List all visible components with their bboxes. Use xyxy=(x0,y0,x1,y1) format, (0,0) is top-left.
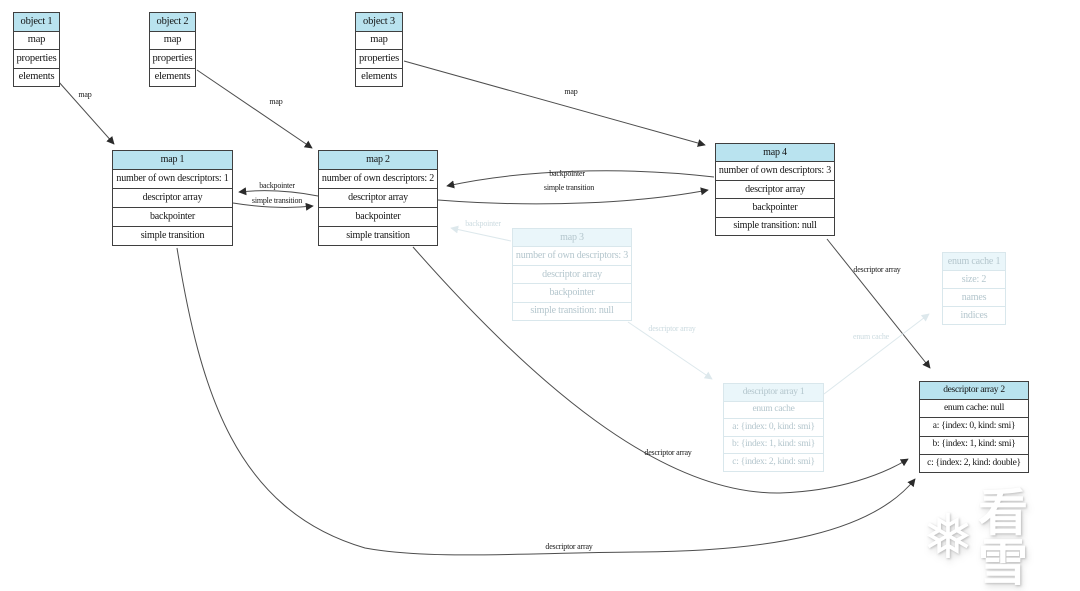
node-row: descriptor array xyxy=(319,188,437,207)
node-row: simple transition xyxy=(319,226,437,245)
edge-label-descriptor-array-map1: descriptor array xyxy=(545,542,593,551)
node-row: map xyxy=(150,30,195,50)
node-row: simple transition xyxy=(113,226,232,245)
node-title: map 4 xyxy=(716,144,834,162)
node-title: enum cache 1 xyxy=(943,253,1005,270)
node-row: number of own descriptors: 3 xyxy=(716,161,834,179)
node-row: number of own descriptors: 3 xyxy=(513,246,631,264)
node-row: elements xyxy=(356,67,402,87)
node-row: descriptor array xyxy=(513,264,631,283)
node-row: simple transition: null xyxy=(716,216,834,235)
edge-map4-descriptor-array2 xyxy=(826,238,931,369)
kanxue-watermark: ❅ 看雪 xyxy=(922,488,1077,588)
node-map-1: map 1 number of own descriptors: 1 descr… xyxy=(112,150,233,246)
node-row: elements xyxy=(14,67,59,87)
node-row: elements xyxy=(150,67,195,87)
node-map-3: map 3 number of own descriptors: 3 descr… xyxy=(512,228,632,321)
edge-label-enum-cache: enum cache xyxy=(853,332,889,341)
node-row: c: {index: 2, kind: smi} xyxy=(724,453,823,471)
node-title: descriptor array 2 xyxy=(920,382,1028,400)
node-object-3: object 3 map properties elements xyxy=(355,12,403,87)
node-row: simple transition: null xyxy=(513,301,631,320)
edge-label-simple-transition-map2-map4: simple transition xyxy=(543,183,595,192)
node-row: number of own descriptors: 2 xyxy=(319,169,437,188)
node-descriptor-array-1: descriptor array 1 enum cache a: {index:… xyxy=(723,383,824,472)
edge-object3-map xyxy=(403,60,706,147)
edge-label-object1-map: map xyxy=(78,90,92,99)
node-row: properties xyxy=(14,49,59,68)
node-object-1: object 1 map properties elements xyxy=(13,12,60,87)
node-row: backpointer xyxy=(319,207,437,226)
node-row: a: {index: 0, kind: smi} xyxy=(724,418,823,436)
edge-label-descriptor-array-map2: descriptor array xyxy=(644,448,692,457)
map-transition-diagram: object 1 map properties elements object … xyxy=(13,12,1077,588)
edge-label-descriptor-array-map3: descriptor array xyxy=(648,324,696,333)
node-title: object 1 xyxy=(14,13,59,31)
node-row: backpointer xyxy=(113,207,232,226)
edge-map3-map2-backpointer-faded xyxy=(450,225,512,242)
node-enum-cache-1: enum cache 1 size: 2 names indices xyxy=(942,252,1006,325)
node-row: properties xyxy=(356,49,402,68)
node-descriptor-array-2: descriptor array 2 enum cache: null a: {… xyxy=(919,381,1029,473)
node-title: object 2 xyxy=(150,13,195,31)
node-title: map 2 xyxy=(319,151,437,169)
node-row: descriptor array xyxy=(113,188,232,207)
edge-object2-map xyxy=(196,69,313,149)
node-row: backpointer xyxy=(716,198,834,216)
edge-label-backpointer-map4-map2: backpointer xyxy=(549,169,585,178)
node-object-2: object 2 map properties elements xyxy=(149,12,196,87)
node-title: descriptor array 1 xyxy=(724,384,823,401)
node-title: map 3 xyxy=(513,229,631,247)
node-title: object 3 xyxy=(356,13,402,31)
edge-label-simple-transition-map1-map2: simple transition xyxy=(251,196,303,205)
node-row: descriptor array xyxy=(716,179,834,198)
node-row: backpointer xyxy=(513,283,631,301)
node-row: properties xyxy=(150,49,195,68)
snowflake-icon: ❅ xyxy=(922,504,974,572)
edge-label-descriptor-array-map4: descriptor array xyxy=(853,265,901,274)
node-row: indices xyxy=(943,306,1005,324)
node-row: a: {index: 0, kind: smi} xyxy=(920,417,1028,435)
edge-label-backpointer-map3-map2: backpointer xyxy=(465,219,501,228)
node-map-2: map 2 number of own descriptors: 2 descr… xyxy=(318,150,438,246)
node-row: names xyxy=(943,288,1005,306)
node-title: map 1 xyxy=(113,151,232,169)
node-row: map xyxy=(356,30,402,50)
node-map-4: map 4 number of own descriptors: 3 descr… xyxy=(715,143,835,236)
node-row: number of own descriptors: 1 xyxy=(113,169,232,188)
node-row: b: {index: 1, kind: smi} xyxy=(724,435,823,454)
edge-descriptor-array1-enum-cache1-faded xyxy=(823,313,930,395)
node-row: size: 2 xyxy=(943,270,1005,288)
watermark-text: 看雪 xyxy=(977,485,1030,591)
node-row: c: {index: 2, kind: double} xyxy=(920,453,1028,472)
edge-map2-map4-simple-transition xyxy=(437,187,709,205)
node-row: map xyxy=(14,30,59,50)
node-row: b: {index: 1, kind: smi} xyxy=(920,435,1028,454)
node-row: enum cache xyxy=(724,400,823,419)
edge-label-object2-map: map xyxy=(269,97,283,106)
node-row: enum cache: null xyxy=(920,399,1028,417)
edge-label-object3-map: map xyxy=(564,87,578,96)
edge-label-backpointer-map2-map1: backpointer xyxy=(259,181,295,190)
